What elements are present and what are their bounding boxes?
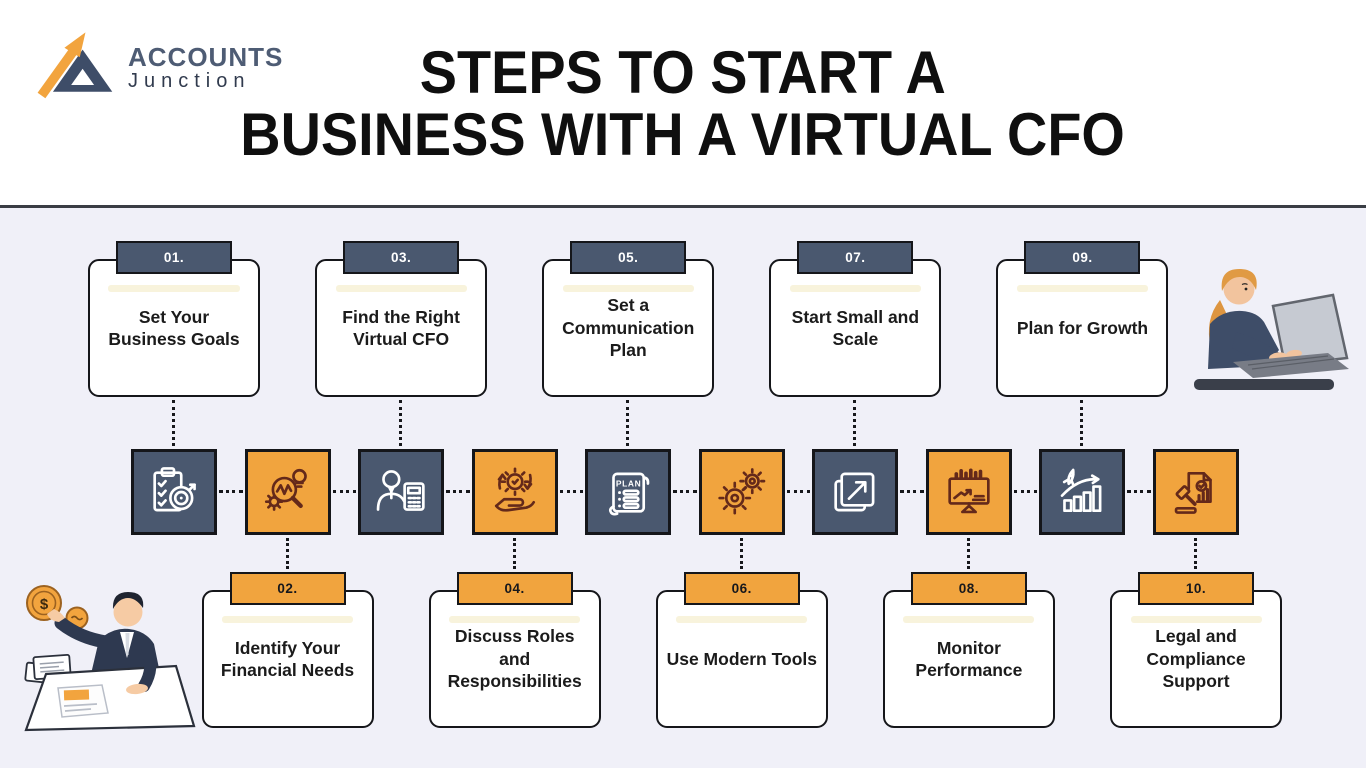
magnifier-lightbulb-icon [259, 463, 317, 521]
step-card-02: Identify Your Financial Needs [201, 590, 374, 728]
dotted-connector-horizontal [332, 490, 357, 493]
accounts-junction-logo: ACCOUNTS Junction [30, 26, 283, 100]
step-label: Set Your Business Goals [108, 306, 240, 349]
step-number-tab: 08. [910, 572, 1027, 605]
dotted-connector-vertical [853, 400, 857, 446]
plan-scroll-icon: PLAN [599, 463, 657, 521]
step-card-10: Legal and Compliance Support [1110, 590, 1283, 728]
dotted-connector-vertical [285, 538, 289, 569]
rocket-growth-icon [1053, 463, 1111, 521]
hand-gear-icon-box [471, 449, 558, 535]
dotted-connector-vertical [512, 538, 516, 569]
step-card-07: Start Small and Scale [769, 259, 942, 397]
step-number-tab: 07. [797, 241, 914, 274]
dotted-connector-vertical [626, 400, 630, 446]
dotted-connector-vertical [172, 400, 175, 446]
clipboard-target-icon-box [131, 449, 217, 535]
step-label: Start Small and Scale [791, 306, 920, 349]
card-accent-strip [1130, 616, 1262, 623]
dotted-connector-horizontal [559, 490, 584, 493]
step-number-tab: 04. [456, 572, 573, 605]
scale-expand-icon-box [812, 449, 899, 535]
dotted-connector-horizontal [900, 490, 924, 493]
dotted-connector-horizontal [786, 490, 811, 493]
logo-triangle-arrow-icon [30, 26, 118, 100]
legal-compliance-icon [1167, 463, 1225, 521]
header-divider-line [0, 205, 1366, 208]
step-number-tab: 02. [229, 572, 346, 605]
monitor-chart-icon [940, 463, 998, 521]
step-label: Identify Your Financial Needs [220, 637, 355, 680]
gears-icon [713, 463, 771, 521]
dotted-connector-vertical [1194, 538, 1198, 569]
step-label: Set a Communication Plan [562, 295, 695, 361]
dotted-connector-horizontal [219, 490, 243, 493]
step-card-09: Plan for Growth [996, 259, 1169, 397]
step-number-tab: 01. [116, 241, 232, 274]
plan-scroll-icon-box: PLAN [585, 449, 672, 535]
step-label: Plan for Growth [1016, 317, 1149, 338]
dotted-connector-horizontal [1127, 490, 1152, 493]
svg-text:$: $ [40, 596, 49, 613]
step-card-03: Find the Right Virtual CFO [315, 259, 488, 397]
step-card-01: Set Your Business Goals [88, 259, 260, 397]
man-at-desk-with-coins: $ [6, 576, 201, 739]
title-line-2: BUSINESS WITH A VIRTUAL CFO [240, 101, 1126, 168]
step-label: Use Modern Tools [666, 648, 817, 669]
hand-gear-icon [486, 463, 544, 521]
card-accent-strip [562, 285, 694, 292]
clipboard-target-icon [145, 463, 203, 521]
dotted-connector-horizontal [1013, 490, 1038, 493]
magnifier-lightbulb-icon-box [244, 449, 331, 535]
card-accent-strip [335, 285, 467, 292]
step-card-06: Use Modern Tools [655, 590, 828, 728]
gears-icon-box [698, 449, 785, 535]
card-accent-strip [1016, 285, 1148, 292]
step-card-05: Set a Communication Plan [542, 259, 715, 397]
step-card-08: Monitor Performance [882, 590, 1055, 728]
dotted-connector-vertical [739, 538, 743, 569]
card-accent-strip [449, 616, 581, 623]
scale-expand-icon [826, 463, 884, 521]
person-calculator-icon [372, 463, 430, 521]
card-accent-strip [108, 285, 240, 292]
step-number-tab: 06. [683, 572, 800, 605]
step-number-tab: 05. [570, 241, 687, 274]
brand-name-accounts: ACCOUNTS [128, 42, 284, 72]
step-label: Find the Right Virtual CFO [342, 306, 460, 349]
legal-compliance-icon-box [1153, 449, 1240, 535]
person-calculator-icon-box [358, 449, 445, 535]
card-accent-strip [676, 616, 808, 623]
dotted-connector-vertical [1080, 400, 1084, 446]
svg-text:PLAN: PLAN [616, 479, 641, 489]
step-label: Monitor Performance [915, 637, 1023, 680]
rocket-growth-icon-box [1039, 449, 1126, 535]
header-band: ACCOUNTS Junction STEPS TO START A BUSIN… [0, 0, 1366, 205]
logo-wordmark: ACCOUNTS Junction [128, 44, 283, 93]
card-accent-strip [903, 616, 1035, 623]
monitor-chart-icon-box [925, 449, 1012, 535]
step-number-tab: 10. [1138, 572, 1255, 605]
step-number-tab: 03. [343, 241, 460, 274]
title-line-1: STEPS TO START A [419, 39, 947, 106]
dotted-connector-horizontal [673, 490, 697, 493]
page-title: STEPS TO START A BUSINESS WITH A VIRTUAL… [0, 42, 1366, 166]
dotted-connector-vertical [966, 538, 970, 569]
step-card-04: Discuss Roles and Responsibilities [428, 590, 601, 728]
brand-name-junction: Junction [128, 70, 251, 92]
step-label: Discuss Roles and Responsibilities [447, 626, 582, 692]
step-label: Legal and Compliance Support [1146, 626, 1246, 692]
dotted-connector-vertical [399, 400, 403, 446]
woman-typing-on-laptop [1176, 258, 1366, 403]
step-number-tab: 09. [1024, 241, 1141, 274]
card-accent-strip [789, 285, 921, 292]
card-accent-strip [222, 616, 354, 623]
dotted-connector-horizontal [446, 490, 470, 493]
